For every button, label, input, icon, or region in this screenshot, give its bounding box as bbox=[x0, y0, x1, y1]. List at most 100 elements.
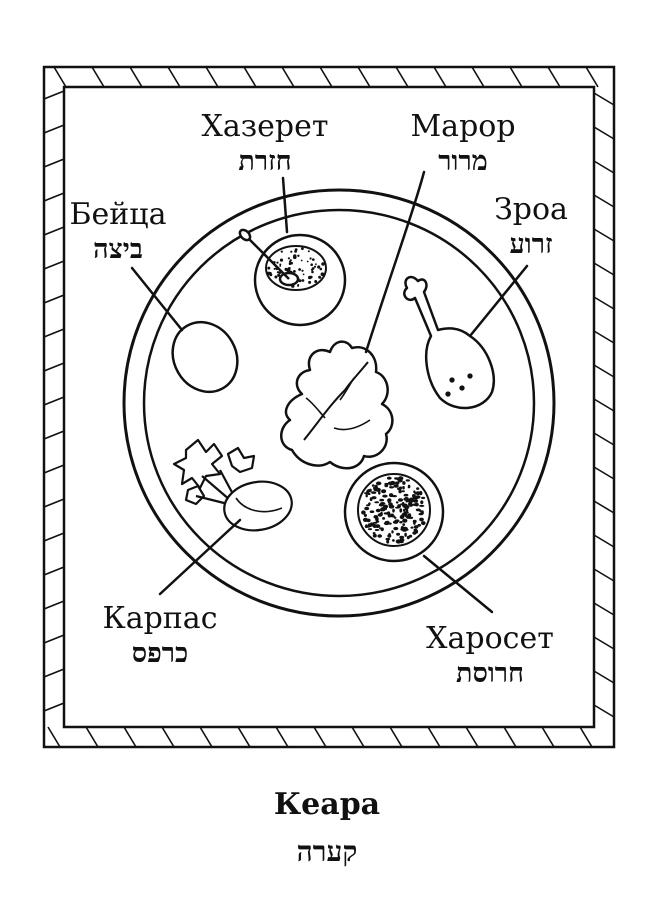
haroset-texture-bit bbox=[382, 517, 386, 520]
brick-seam bbox=[91, 66, 105, 88]
haroset-texture-bit bbox=[371, 491, 377, 494]
haroset-texture-bit bbox=[369, 510, 375, 513]
brick-seam bbox=[43, 362, 65, 372]
haroset-texture-bit bbox=[391, 530, 394, 534]
brick-seam bbox=[43, 260, 65, 270]
brick-seam bbox=[547, 66, 561, 88]
hazeret-texture-dot bbox=[269, 273, 273, 277]
brick-seam bbox=[593, 194, 615, 208]
brick-seam bbox=[129, 66, 143, 88]
haroset-texture-bit bbox=[400, 538, 405, 542]
haroset-texture-bit bbox=[408, 516, 414, 519]
brick-seam bbox=[43, 158, 65, 168]
page-title: Кеара bbox=[273, 787, 381, 822]
label-beitza-he: ביצה bbox=[93, 234, 143, 265]
hazeret-texture-dot bbox=[310, 275, 313, 279]
haroset-texture-bit bbox=[402, 485, 405, 490]
haroset-texture-bit bbox=[365, 494, 368, 498]
leader-line-karpas bbox=[158, 518, 242, 596]
brick-seam bbox=[43, 294, 65, 304]
brick-seam bbox=[351, 726, 365, 748]
label-karpas-ru: Карпас bbox=[102, 601, 218, 636]
haroset-texture-bit bbox=[417, 523, 422, 527]
brick-seam bbox=[593, 228, 615, 242]
brick-seam bbox=[43, 328, 65, 338]
haroset-texture-bit bbox=[413, 525, 419, 529]
haroset-texture-bit bbox=[412, 503, 417, 506]
brick-seam bbox=[593, 330, 615, 344]
hazeret-texture-dot bbox=[277, 273, 281, 277]
haroset-texture-bit bbox=[413, 490, 416, 494]
haroset-texture-bit bbox=[394, 519, 400, 522]
brick-seam bbox=[593, 432, 615, 446]
haroset-texture-bit bbox=[387, 534, 392, 538]
haroset-texture-bit bbox=[404, 532, 407, 537]
haroset-texture-bit bbox=[400, 526, 404, 530]
hazeret-texture-dot bbox=[308, 280, 312, 284]
haroset-texture-bit bbox=[397, 487, 402, 491]
haroset-texture-bit bbox=[405, 512, 408, 516]
hazeret-texture-dot bbox=[311, 267, 315, 270]
hazeret-texture-dot bbox=[276, 261, 279, 264]
hazeret-texture-dot bbox=[313, 265, 317, 268]
haroset-texture-bit bbox=[416, 487, 420, 490]
label-maror-he: מרור bbox=[438, 146, 488, 177]
haroset-texture-bit bbox=[409, 503, 412, 507]
haroset-texture-bit bbox=[413, 520, 416, 525]
haroset-texture-bit bbox=[371, 484, 375, 487]
brick-seam bbox=[593, 568, 615, 582]
hazeret-texture-dot bbox=[319, 267, 323, 271]
haroset-texture-bit bbox=[398, 489, 402, 494]
haroset-texture-bit bbox=[404, 505, 410, 510]
haroset-texture-bit bbox=[391, 495, 397, 498]
hazeret-texture-dot bbox=[273, 267, 276, 270]
haroset-texture-bit bbox=[365, 524, 368, 529]
haroset-texture-bit bbox=[402, 518, 408, 523]
brick-seam bbox=[43, 192, 65, 202]
brick-seam bbox=[593, 364, 615, 378]
haroset-texture-bit bbox=[377, 534, 383, 538]
shank-bone-icon bbox=[403, 275, 495, 410]
haroset-texture-bit bbox=[397, 504, 401, 509]
haroset-texture-bit bbox=[408, 534, 413, 538]
hazeret-texture-dot bbox=[300, 259, 303, 262]
hazeret-texture-dot bbox=[301, 279, 305, 282]
haroset-texture-bit bbox=[368, 502, 371, 506]
brick-seam bbox=[85, 726, 99, 748]
brick-seam bbox=[593, 160, 615, 174]
label-haroset-he: חרוסת bbox=[456, 658, 524, 689]
brick-seam bbox=[43, 532, 65, 542]
haroset-texture-bit bbox=[380, 527, 384, 532]
brick-seam bbox=[281, 66, 295, 88]
hazeret-texture-dot bbox=[288, 262, 292, 266]
haroset-texture-bit bbox=[364, 506, 370, 511]
haroset-texture-bit bbox=[387, 476, 392, 480]
lettuce-icon bbox=[280, 340, 394, 470]
brick-seam bbox=[47, 726, 61, 748]
brick-seam bbox=[593, 296, 615, 310]
brick-seam bbox=[167, 66, 181, 88]
haroset-texture-bit bbox=[393, 484, 399, 488]
haroset-texture-bit bbox=[384, 507, 387, 511]
haroset-texture-bit bbox=[374, 501, 380, 504]
haroset-texture-bit bbox=[398, 476, 404, 481]
brick-seam bbox=[593, 534, 615, 548]
hazeret-texture-dot bbox=[312, 258, 315, 261]
haroset-texture-bit bbox=[388, 504, 395, 509]
hazeret-texture-dot bbox=[279, 258, 284, 262]
haroset-texture-bit bbox=[393, 526, 399, 531]
karpas-parsley-icon bbox=[172, 438, 293, 532]
hazeret-texture-dot bbox=[321, 262, 325, 266]
haroset-texture-bit bbox=[376, 481, 382, 486]
haroset-texture-bit bbox=[415, 495, 421, 499]
haroset-texture-bit bbox=[397, 498, 404, 502]
brick-seam bbox=[433, 66, 447, 88]
hazeret-texture-dot bbox=[309, 257, 312, 260]
label-beitza-ru: Бейца bbox=[69, 197, 167, 232]
haroset-texture-bit bbox=[402, 523, 406, 526]
haroset-texture-bit bbox=[421, 521, 426, 526]
hazeret-texture-dot bbox=[290, 250, 293, 253]
label-haroset-ru: Харосет bbox=[426, 621, 554, 656]
haroset-texture-bit bbox=[415, 491, 421, 496]
brick-seam bbox=[43, 498, 65, 508]
